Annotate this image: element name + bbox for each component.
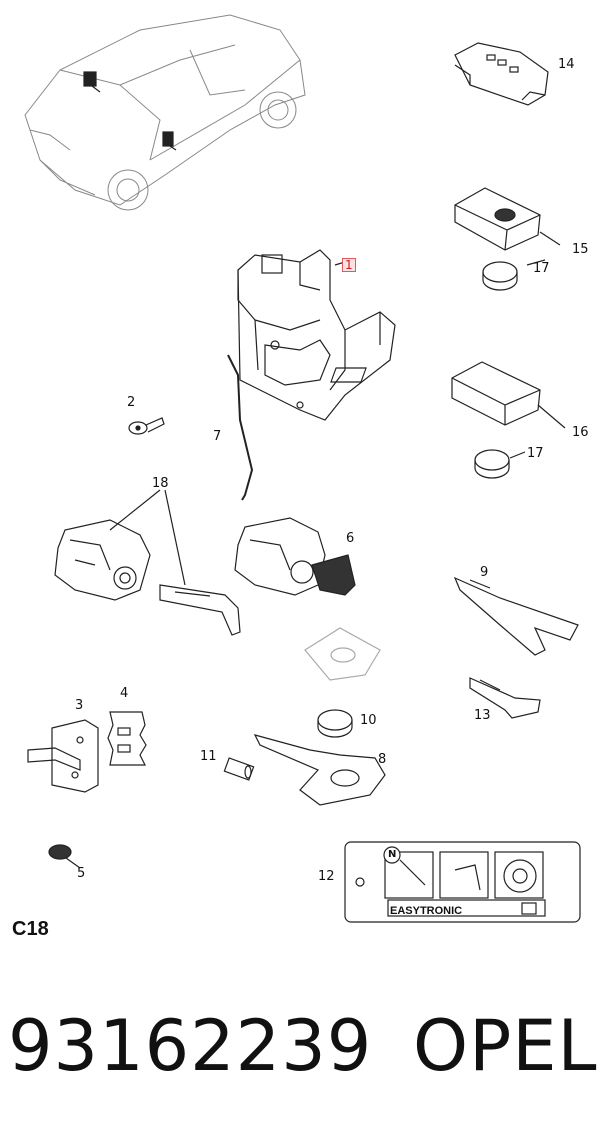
screw-5 (48, 844, 81, 869)
callout-16: 16 (572, 425, 589, 440)
striker-3 (27, 719, 99, 793)
callout-1: 1 (342, 258, 356, 272)
brand-name: OPEL (413, 1005, 598, 1087)
key-blank-9 (453, 576, 579, 656)
car-lock-marker-door (162, 131, 177, 151)
leader-17a (526, 259, 546, 266)
callout-14: 14 (558, 57, 575, 72)
key-fob-folding (454, 42, 549, 106)
lock-cylinder-18 (54, 519, 151, 601)
info-card-12 (344, 841, 581, 923)
callout-17-lower: 17 (527, 446, 544, 461)
leader-15 (539, 231, 561, 246)
callout-15: 15 (572, 242, 589, 257)
callout-4: 4 (120, 686, 129, 701)
callout-17-upper: 17 (533, 261, 550, 276)
parts-diagram (24, 14, 581, 923)
remote-transmitter-15 (454, 187, 541, 251)
callout-18: 18 (152, 476, 169, 491)
callout-6: 6 (346, 531, 355, 546)
cap-10 (317, 709, 353, 738)
battery-17-lower (474, 449, 510, 479)
footer: 93162239 OPEL (8, 1005, 597, 1087)
lock-rod (227, 354, 254, 501)
callout-2: 2 (127, 395, 136, 410)
leader-17b (509, 451, 526, 459)
callout-13: 13 (474, 708, 491, 723)
lock-cylinder-6 (234, 517, 356, 596)
callout-3: 3 (75, 698, 84, 713)
callout-12: 12 (318, 869, 335, 884)
screw-2 (128, 417, 165, 435)
part-number: 93162239 (8, 1005, 373, 1087)
callout-9: 9 (480, 565, 489, 580)
leader-18a (109, 489, 161, 531)
callout-7: 7 (213, 429, 222, 444)
gasket (304, 627, 381, 681)
emergency-key-13 (469, 677, 541, 719)
callout-5: 5 (77, 866, 86, 881)
leader-18b (164, 489, 186, 586)
leader-16 (537, 404, 566, 429)
callout-8: 8 (378, 752, 387, 767)
card-badge: N (388, 849, 397, 860)
car-lock-marker-front (83, 71, 101, 93)
shim-plate-4 (107, 711, 147, 766)
callout-10: 10 (360, 713, 377, 728)
key-blade-18 (159, 584, 241, 636)
key-8 (253, 734, 386, 806)
insert-11 (223, 757, 255, 781)
door-lock-module (237, 249, 396, 421)
car-illustration (24, 14, 306, 211)
card-text: EASYTRONIC (390, 905, 463, 917)
remote-transmitter-16 (330, 361, 541, 426)
callout-11: 11 (200, 749, 217, 764)
section-code: C18 (12, 918, 49, 940)
battery-17-upper (482, 261, 518, 291)
